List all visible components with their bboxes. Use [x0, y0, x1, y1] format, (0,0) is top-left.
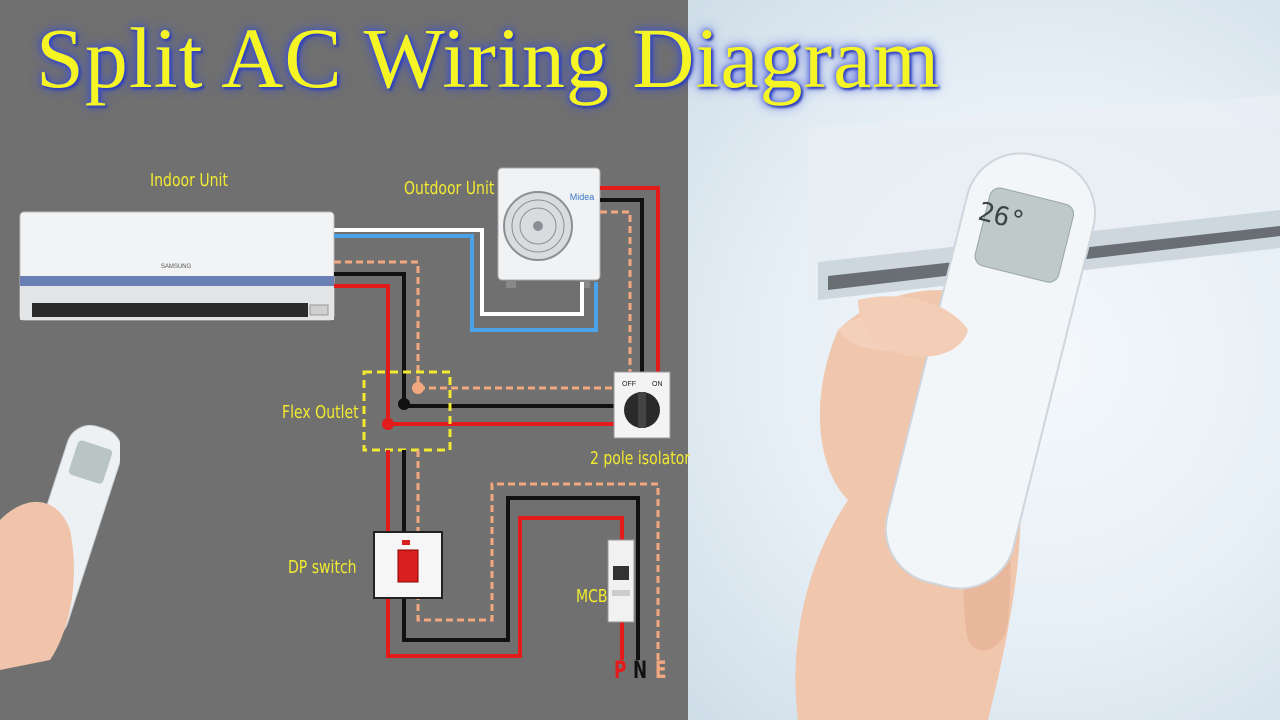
two-pole-isolator	[613, 371, 671, 439]
indoor-brand: SAMSUNG	[161, 264, 192, 270]
outlet-earth-terminal	[412, 382, 424, 394]
outdoor-feed-wires	[600, 186, 660, 378]
indoor-unit	[19, 211, 335, 321]
diagram-panel	[0, 0, 688, 720]
outdoor-unit	[497, 167, 601, 288]
isolator-label: 2 pole isolator	[590, 448, 691, 469]
indoor-unit-label: Indoor Unit	[150, 170, 228, 191]
mcb-label: MCB	[576, 586, 608, 607]
left-remote-photo	[0, 424, 120, 670]
phase-terminal-label: P	[614, 656, 627, 684]
wiring-diagram: SAMSUNG Midea O	[19, 167, 671, 660]
dp-switch	[373, 531, 443, 599]
photo-illustration	[795, 95, 1280, 720]
thumb	[858, 296, 968, 357]
outlet-neutral-terminal	[398, 398, 410, 410]
outlet-to-dp-wires	[386, 450, 660, 660]
mcb	[607, 539, 635, 623]
isolator-off-label: OFF	[622, 381, 636, 388]
indoor-supply-wires	[334, 260, 420, 424]
outdoor-unit-label: Outdoor Unit	[404, 178, 495, 199]
flex-outlet-label: Flex Outlet	[282, 402, 359, 423]
outdoor-brand: Midea	[570, 192, 595, 202]
neutral-terminal-label: N	[633, 656, 648, 684]
flex-outlet-box	[362, 370, 452, 452]
page-title: Split AC Wiring Diagram	[36, 10, 941, 106]
earth-terminal-label: E	[655, 656, 667, 684]
outlet-phase-terminal	[382, 418, 394, 430]
isolator-on-label: ON	[652, 381, 663, 388]
photo-panel: 26°	[688, 0, 1280, 720]
outlet-to-isolator-wires	[388, 386, 614, 426]
dp-switch-label: DP switch	[288, 557, 357, 578]
signal-wires	[334, 228, 598, 332]
